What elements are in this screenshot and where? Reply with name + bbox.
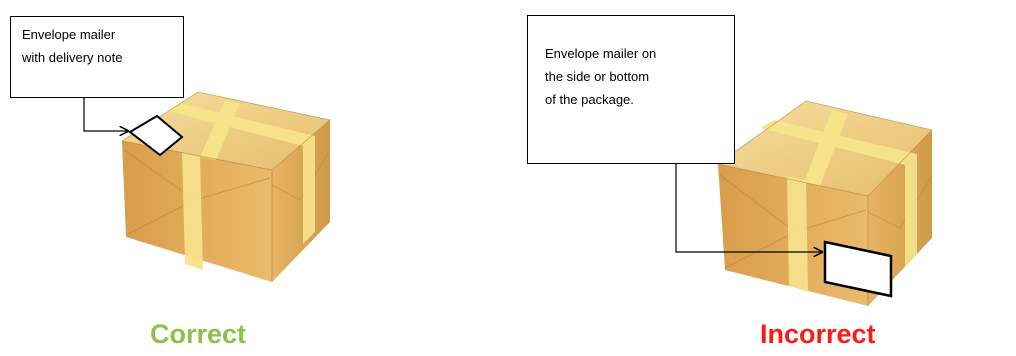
callout-correct: Envelope mailer with delivery note	[10, 16, 184, 98]
tape-front-band	[787, 176, 808, 292]
callout-incorrect: Envelope mailer on the side or bottom of…	[527, 15, 735, 164]
verdict-incorrect-label: Incorrect	[760, 318, 876, 350]
arrow-correct	[84, 98, 128, 131]
package-incorrect	[718, 101, 932, 306]
tape-front-band	[182, 152, 203, 270]
tape-side-band	[303, 136, 315, 244]
package-correct	[122, 92, 330, 282]
verdict-correct-label: Correct	[150, 318, 246, 350]
tape-side-band	[905, 154, 917, 266]
